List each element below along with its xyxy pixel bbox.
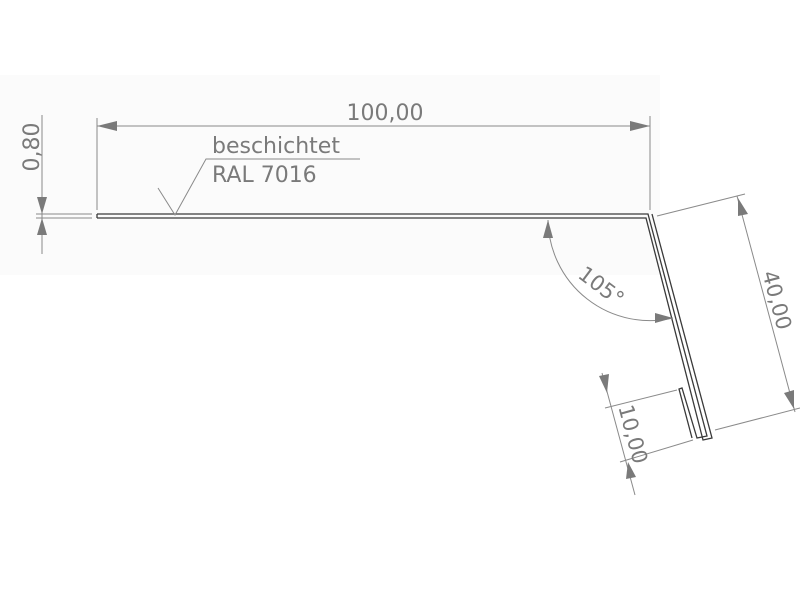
note-line2: RAL 7016 — [212, 163, 317, 188]
thickness-dimension-label: 0,80 — [20, 123, 45, 172]
surface-note: beschichtet RAL 7016 — [157, 134, 360, 216]
hem-dimension-label: 10,00 — [613, 402, 652, 466]
width-dimension: 100,00 — [96, 101, 651, 210]
thickness-dimension: 0,80 — [20, 115, 92, 254]
background-panel — [0, 75, 660, 275]
hem-dimension: 10,00 — [599, 372, 694, 496]
width-dimension-label: 100,00 — [347, 101, 424, 126]
sheet-profile — [96, 213, 713, 441]
flange-dimension-label: 40,00 — [757, 268, 796, 332]
note-line1: beschichtet — [212, 134, 340, 159]
